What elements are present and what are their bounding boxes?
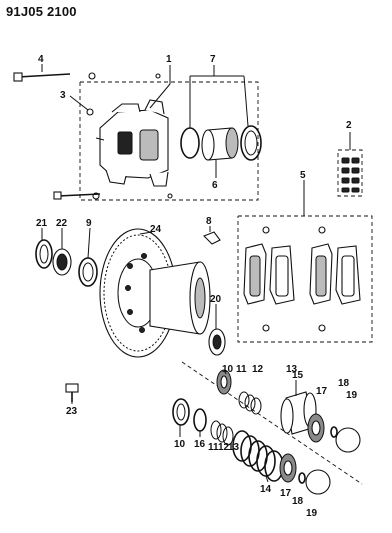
callout-13-lower: 13 xyxy=(228,442,240,453)
callout-19-lower: 19 xyxy=(306,508,318,519)
lower-hub-parts xyxy=(172,398,331,495)
callout-10-upper: 10 xyxy=(222,364,234,375)
callout-11-lower: 11 xyxy=(208,442,219,453)
axis-line xyxy=(181,361,363,485)
anti-rattle-clip xyxy=(203,231,221,245)
callout-17-upper: 17 xyxy=(316,386,328,397)
leader-lines xyxy=(41,64,351,483)
callout-5: 5 xyxy=(300,170,306,181)
guide-pin-upper xyxy=(13,72,71,82)
callout-18-lower: 18 xyxy=(292,496,304,507)
callout-8: 8 xyxy=(206,216,212,227)
callout-7: 7 xyxy=(210,54,216,65)
callout-18-upper: 18 xyxy=(338,378,350,389)
guide-pin-lower xyxy=(53,191,101,200)
caliper-assembly xyxy=(88,72,173,200)
callout-13-upper: 13 xyxy=(286,364,298,375)
callout-15: 15 xyxy=(292,370,304,381)
piston-seal xyxy=(180,127,200,159)
brake-pads xyxy=(243,226,361,332)
inner-seal xyxy=(208,328,226,356)
callout-23: 23 xyxy=(66,406,78,417)
callout-20: 20 xyxy=(210,294,222,305)
callout-6: 6 xyxy=(212,180,218,191)
callout-10-lower: 10 xyxy=(174,439,186,450)
callout-3: 3 xyxy=(60,90,66,101)
callout-21: 21 xyxy=(36,218,48,229)
hub-bolt xyxy=(65,383,79,402)
callout-9: 9 xyxy=(86,218,92,229)
callout-14: 14 xyxy=(260,484,272,495)
rotor-hub xyxy=(99,228,211,358)
bearing-race xyxy=(78,257,98,287)
grease-seal xyxy=(35,239,53,269)
callout-labels: 1 2 3 4 5 6 7 8 9 10 10 11 11 12 12 13 1… xyxy=(36,54,358,519)
hardware-kit xyxy=(337,149,363,197)
piston xyxy=(201,127,239,161)
callout-19-upper: 19 xyxy=(346,390,358,401)
callout-4: 4 xyxy=(38,54,44,65)
callout-11-upper: 11 xyxy=(236,364,247,375)
callout-12-upper: 12 xyxy=(252,364,264,375)
bushing xyxy=(86,108,94,116)
callout-1: 1 xyxy=(166,54,172,65)
callout-2: 2 xyxy=(346,120,352,131)
callout-24: 24 xyxy=(150,224,162,235)
diagram-code: 91J05 2100 xyxy=(6,4,77,19)
outer-bearing xyxy=(52,248,72,276)
callout-16: 16 xyxy=(194,439,206,450)
callout-12-lower: 12 xyxy=(218,442,230,453)
piston-boot xyxy=(240,125,262,161)
caliper-group-box xyxy=(79,81,259,201)
brake-pad-box xyxy=(237,215,373,343)
upper-hub-parts xyxy=(216,369,361,453)
callout-22: 22 xyxy=(56,218,68,229)
callout-17-lower: 17 xyxy=(280,488,292,499)
